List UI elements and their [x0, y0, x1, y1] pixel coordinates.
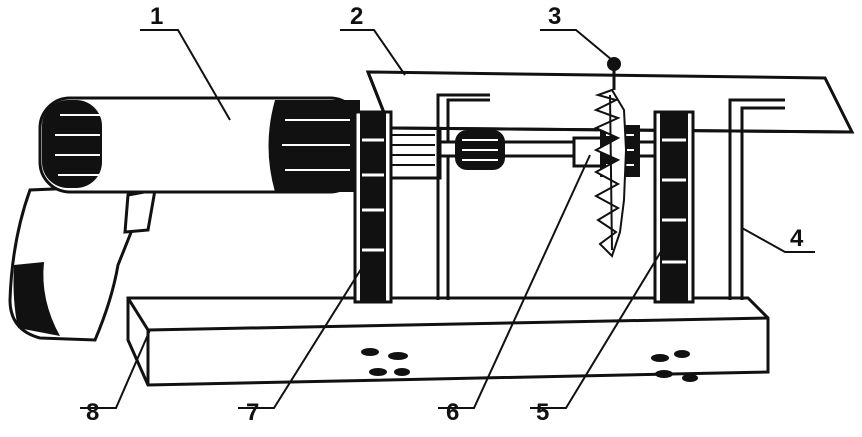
callout-8: 8	[86, 399, 99, 426]
callout-4: 4	[790, 225, 804, 252]
callout-7: 7	[246, 399, 259, 426]
callout-2: 2	[350, 3, 363, 30]
support-bracket-left	[436, 93, 490, 300]
callout-6: 6	[446, 399, 459, 426]
callout-3: 3	[548, 3, 561, 30]
bearing-support-left	[353, 110, 393, 304]
base-board	[126, 296, 770, 387]
bearing-support-right	[653, 110, 695, 304]
leader-lines	[80, 29, 815, 409]
support-bracket-right	[728, 98, 785, 300]
saw-blade	[593, 57, 628, 258]
callout-1: 1	[150, 3, 163, 30]
callout-5: 5	[536, 399, 549, 426]
